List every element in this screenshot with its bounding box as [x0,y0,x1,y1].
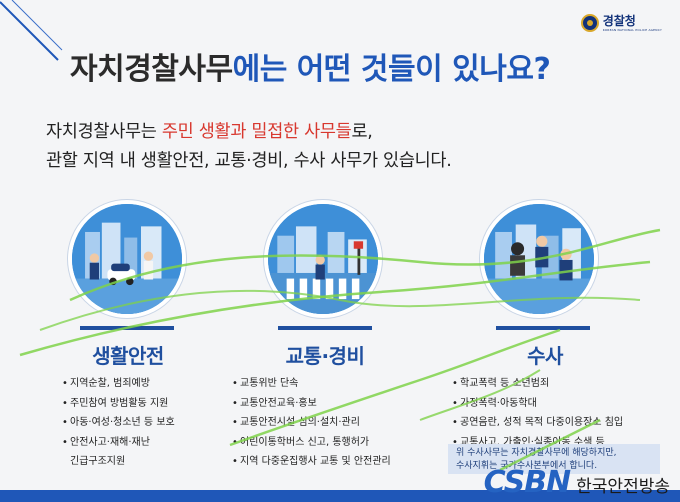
title-part2: 에는 어떤 것들이 있나요? [232,52,551,87]
top-left-decoration [0,0,120,120]
investigation-title: 수사 [527,344,563,368]
list-item: •공연음란, 성적 목적 다중이용장소 침입 [452,417,624,428]
list-item: •지역순찰, 범죄예방 [62,378,150,389]
list-item: •지역 다중운집행사 교통 및 안전관리 [232,456,391,467]
traffic-title: 교통·경비 [285,344,365,368]
list-item: •어린이통학버스 신고, 통행허가 [232,436,370,448]
list-item: •가정폭력·아동학대 [452,397,537,409]
page-title: 자치경찰사무에는 어떤 것들이 있나요? [70,44,551,88]
intro-line1: 자치경찰사무는 주민 생활과 밀접한 사무들로, [46,118,452,147]
list-item: •교통위반 단속 [232,378,299,389]
traffic-illustration [264,200,382,318]
note-line1: 위 수사사무는 자치경찰사무에 해당하지만, [456,448,617,458]
logo-english: KOREAN NATIONAL POLICE AGENCY [602,27,662,32]
intro-highlight: 주민 생활과 밀접한 사무들 [161,122,352,142]
intro-line2: 관할 지역 내 생활안전, 교통·경비, 수사 사무가 있습니다. [46,151,452,171]
investigation-underline [496,326,590,330]
broadcaster-watermark: CSBN 한국안전방송 [484,468,670,498]
police-agency-logo: 경찰청 KOREAN NATIONAL POLICE AGENCY [580,13,662,32]
intro-line1-a: 자치경찰사무는 [46,122,162,142]
traffic-list: •교통위반 단속 •교통안전교육·홍보 •교통안전시설 심의·설치·관리 •어린… [232,374,391,472]
police-emblem-icon [580,14,599,32]
life-safety-title: 생활안전 [92,344,164,368]
life-safety-illustration [68,200,186,318]
traffic-underline [278,326,372,330]
list-item: •안전사고·재해·재난 [62,436,150,448]
life-safety-underline [80,326,174,330]
intro-text: 자치경찰사무는 주민 생활과 밀접한 사무들로, 관할 지역 내 생활안전, 교… [46,118,452,176]
watermark-text: 한국안전방송 [576,477,670,497]
investigation-illustration [480,200,598,318]
investigation-list: •학교폭력 등 소년범죄 •가정폭력·아동학대 •공연음란, 성적 목적 다중이… [452,374,623,452]
logo-name: 경찰청 [602,13,636,28]
list-item: •주민참여 방범활동 지원 [62,397,169,409]
watermark-logo: CSBN [483,465,572,500]
list-item: •교통안전교육·홍보 [232,397,317,409]
list-item: •교통안전시설 심의·설치·관리 [232,417,360,428]
intro-line1-c: 로, [351,122,373,142]
list-item: •아동·여성·청소년 등 보호 [62,417,175,428]
title-part1: 자치경찰사무 [70,52,233,87]
list-item-continuation: 긴급구조지원 [70,456,126,467]
life-safety-list: •지역순찰, 범죄예방 •주민참여 방범활동 지원 •아동·여성·청소년 등 보… [62,374,175,472]
bottom-bar [0,490,680,502]
list-item: •학교폭력 등 소년범죄 [452,378,550,389]
